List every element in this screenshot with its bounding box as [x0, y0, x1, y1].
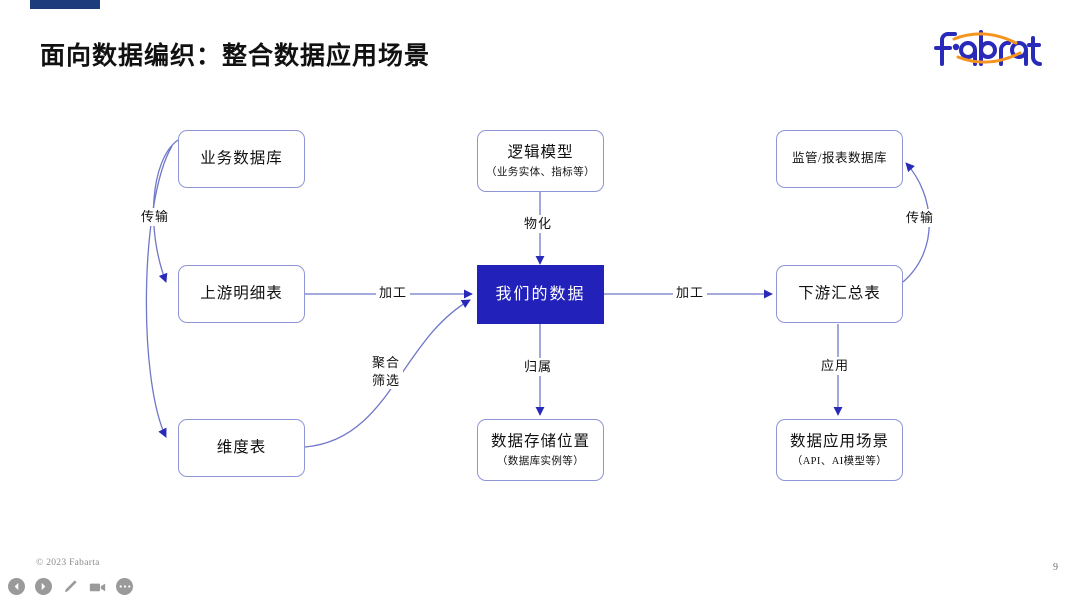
node-logical-model[interactable]: 逻辑模型 （业务实体、指标等） [477, 130, 604, 192]
edge-label-process-right: 加工 [673, 284, 708, 302]
caret-right-icon[interactable] [35, 578, 52, 595]
node-dimension-table[interactable]: 维度表 [178, 419, 305, 477]
caret-left-icon[interactable] [8, 578, 25, 595]
edge-label-process-left: 加工 [376, 284, 411, 302]
node-regulatory-db[interactable]: 监管/报表数据库 [776, 130, 903, 188]
node-our-data[interactable]: 我们的数据 [477, 265, 604, 324]
node-title: 数据应用场景 [789, 433, 889, 451]
page-number: 9 [1053, 562, 1058, 573]
node-business-db[interactable]: 业务数据库 [178, 130, 305, 188]
edge-label-aggregate-filter: 聚合 筛选 [369, 354, 404, 390]
node-title: 维度表 [216, 439, 267, 457]
node-title: 我们的数据 [495, 285, 586, 303]
node-subtitle: （数据库实例等） [496, 455, 585, 467]
presentation-controls [8, 578, 133, 595]
node-storage-location[interactable]: 数据存储位置 （数据库实例等） [477, 419, 604, 481]
accent-bar [30, 0, 100, 9]
node-title: 业务数据库 [200, 150, 283, 168]
node-title: 监管/报表数据库 [792, 151, 887, 166]
ellipsis-icon[interactable] [116, 578, 133, 595]
pen-icon[interactable] [62, 578, 79, 595]
node-title: 逻辑模型 [507, 144, 574, 162]
node-title: 上游明细表 [200, 285, 283, 303]
node-title: 数据存储位置 [490, 433, 590, 451]
node-subtitle: （API、AI模型等） [791, 455, 888, 467]
fabarta-logo [934, 30, 1052, 66]
edge-label-belongs-to: 归属 [521, 358, 556, 376]
node-upstream-detail[interactable]: 上游明细表 [178, 265, 305, 323]
node-downstream-summary[interactable]: 下游汇总表 [776, 265, 903, 323]
page-title: 面向数据编织：整合数据应用场景 [40, 43, 431, 70]
edge-label-filter: 筛选 [372, 372, 401, 388]
edge-label-aggregate: 聚合 [372, 355, 401, 370]
node-data-app-scene[interactable]: 数据应用场景 （API、AI模型等） [776, 419, 903, 481]
edge-label-transfer-left: 传输 [138, 208, 173, 226]
node-title: 下游汇总表 [798, 285, 881, 303]
edge-label-materialize: 物化 [521, 215, 556, 233]
copyright-text: © 2023 Fabarta [36, 558, 100, 568]
edge-label-transfer-right: 传输 [903, 209, 938, 227]
node-subtitle: （业务实体、指标等） [486, 166, 595, 178]
edge-businessdb-to-upstream [152, 139, 179, 283]
edge-label-apply: 应用 [818, 357, 853, 375]
video-camera-icon[interactable] [89, 578, 106, 595]
edge-businessdb-to-dimension [145, 145, 173, 438]
